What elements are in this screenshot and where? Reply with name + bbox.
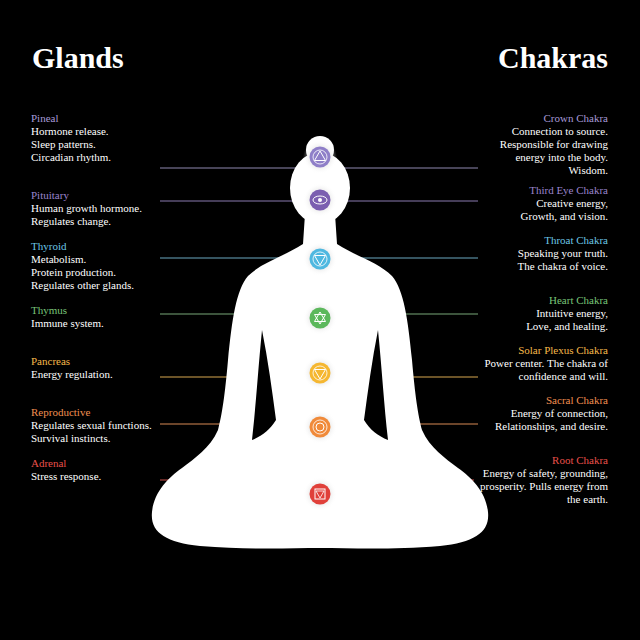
chakra-note: Intuitive energy, — [536, 307, 608, 320]
chakra-note: Connection to source. — [512, 125, 608, 138]
chakra-note: The chakra of voice. — [518, 260, 608, 273]
chakra-name: Sacral Chakra — [546, 394, 608, 407]
chakra-note: energy into the body. — [515, 151, 608, 164]
chakra-name: Heart Chakra — [549, 294, 608, 307]
chakra-note: confidence and will. — [519, 370, 609, 383]
meditating-silhouette — [152, 136, 488, 549]
chakra-note: Love, and healing. — [526, 320, 608, 333]
chakra-note: Creative energy, — [536, 197, 608, 210]
gland-name: Pancreas — [31, 355, 70, 368]
gland-note: Human growth hormone. — [31, 202, 142, 215]
chakra-note: Relationships, and desire. — [495, 420, 608, 433]
gland-note: Sleep patterns. — [31, 138, 96, 151]
gland-note: Circadian rhythm. — [31, 151, 111, 164]
chakra-name: Root Chakra — [552, 454, 608, 467]
gland-name: Adrenal — [31, 457, 66, 470]
chakra-note: Energy of connection, — [511, 407, 608, 420]
chakra-note: Speaking your truth. — [518, 247, 608, 260]
heading: Chakras — [498, 41, 608, 75]
chakra-note: Energy of safety, grounding, — [483, 467, 608, 480]
chakra-note: prosperity. Pulls energy from — [480, 480, 608, 493]
gland-note: Metabolism. — [31, 253, 86, 266]
gland-note: Stress response. — [31, 470, 101, 483]
chakra-note: Responsible for drawing — [500, 138, 608, 151]
gland-name: Thyroid — [31, 240, 66, 253]
leader-lines — [160, 168, 478, 480]
gland-note: Hormone release. — [31, 125, 109, 138]
chakra-name: Solar Plexus Chakra — [518, 344, 608, 357]
chakra-name: Throat Chakra — [544, 234, 608, 247]
gland-name: Pineal — [31, 112, 59, 125]
gland-note: Survival instincts. — [31, 432, 110, 445]
chakra-note: Power center. The chakra of — [485, 357, 609, 370]
gland-note: Immune system. — [31, 317, 104, 330]
chakra-symbols — [303, 140, 337, 511]
gland-name: Reproductive — [31, 406, 90, 419]
chakra-note: Growth, and vision. — [521, 210, 608, 223]
chakra-name: Crown Chakra — [544, 112, 608, 125]
chakra-note: Wisdom. — [568, 164, 608, 177]
gland-note: Regulates other glands. — [31, 279, 134, 292]
chakra-note: the earth. — [567, 493, 608, 506]
gland-name: Thymus — [31, 304, 67, 317]
gland-note: Regulates change. — [31, 215, 111, 228]
gland-name: Pituitary — [31, 189, 69, 202]
chakra-name: Third Eye Chakra — [529, 184, 608, 197]
gland-note: Protein production. — [31, 266, 116, 279]
gland-note: Regulates sexual functions. — [31, 419, 152, 432]
arm-gaps — [252, 330, 388, 440]
gland-note: Energy regulation. — [31, 368, 113, 381]
heading: Glands — [32, 41, 124, 75]
